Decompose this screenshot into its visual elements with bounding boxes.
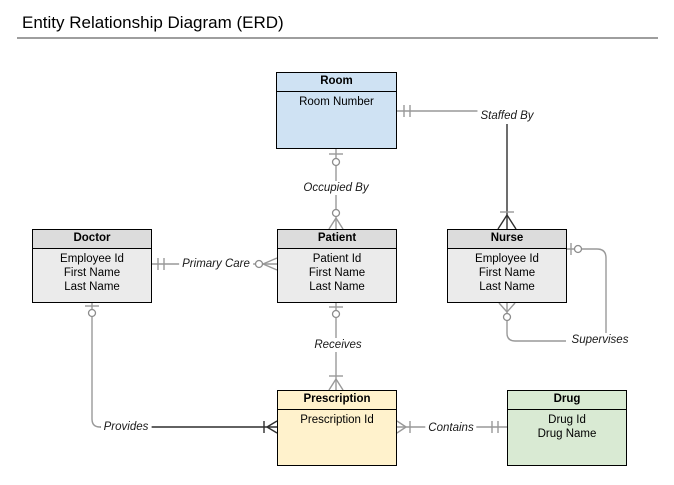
- entity-attribute: Drug Name: [537, 428, 597, 440]
- relationship-label-primary-care[interactable]: Primary Care: [179, 257, 253, 271]
- cardinality-one-and-only-one-marker: [157, 258, 165, 270]
- entity-drug[interactable]: Drug Drug Id Drug Name: [507, 390, 627, 466]
- entity-attribute: Employee Id: [60, 253, 124, 265]
- entity-nurse-title: Nurse: [448, 230, 566, 249]
- entity-attribute: Room Number: [299, 96, 374, 108]
- entity-prescription-attributes: Prescription Id: [278, 410, 396, 465]
- crowfoot-many-marker: [328, 378, 344, 391]
- cardinality-zero-marker: [254, 259, 264, 269]
- crowfoot-many-marker: [266, 420, 278, 434]
- entity-nurse-attributes: Employee Id First Name Last Name: [448, 249, 566, 302]
- cardinality-one-and-only-one-marker: [491, 421, 499, 433]
- page-title: Entity Relationship Diagram (ERD): [22, 13, 284, 32]
- entity-attribute: Patient Id: [312, 253, 362, 265]
- entity-doctor[interactable]: Doctor Employee Id First Name Last Name: [32, 229, 152, 303]
- entity-attribute: Drug Id: [548, 414, 586, 426]
- entity-patient[interactable]: Patient Patient Id First Name Last Name: [277, 229, 397, 303]
- relationship-label-supervises[interactable]: Supervises: [568, 333, 632, 347]
- entity-attribute: First Name: [63, 267, 121, 279]
- crowfoot-many-marker: [396, 420, 407, 434]
- cardinality-zero-marker: [502, 312, 512, 322]
- entity-attribute: Employee Id: [475, 253, 539, 265]
- entity-attribute: First Name: [308, 267, 366, 279]
- entity-room-attributes: Room Number: [277, 92, 396, 148]
- entity-patient-title: Patient: [278, 230, 396, 249]
- cardinality-zero-marker: [87, 308, 97, 318]
- entity-doctor-title: Doctor: [33, 230, 151, 249]
- crowfoot-many-marker: [328, 217, 344, 230]
- relationship-line-staffed-by[interactable]: [397, 105, 517, 230]
- entity-prescription-title: Prescription: [278, 391, 396, 410]
- relationship-label-provides[interactable]: Provides: [100, 420, 152, 434]
- entity-patient-attributes: Patient Id First Name Last Name: [278, 249, 396, 302]
- entity-drug-attributes: Drug Id Drug Name: [508, 410, 626, 465]
- cardinality-zero-marker: [331, 309, 341, 319]
- entity-room[interactable]: Room Room Number: [276, 72, 397, 149]
- entity-nurse[interactable]: Nurse Employee Id First Name Last Name: [447, 229, 567, 303]
- crowfoot-many-marker: [498, 302, 516, 313]
- entity-attribute: Last Name: [479, 281, 535, 293]
- entity-doctor-attributes: Employee Id First Name Last Name: [33, 249, 151, 302]
- entity-attribute: Prescription Id: [300, 414, 374, 426]
- relationship-label-receives[interactable]: Receives: [311, 338, 365, 352]
- cardinality-zero-marker: [331, 157, 341, 167]
- relationship-line-occupied-by[interactable]: [328, 149, 344, 230]
- relationship-label-contains[interactable]: Contains: [425, 421, 477, 435]
- entity-room-title: Room: [277, 73, 396, 92]
- title-underline: [17, 37, 658, 39]
- relationship-label-occupied-by[interactable]: Occupied By: [300, 181, 372, 195]
- entity-drug-title: Drug: [508, 391, 626, 410]
- cardinality-zero-marker: [331, 208, 341, 218]
- crowfoot-many-marker: [262, 257, 278, 271]
- cardinality-zero-marker: [573, 244, 583, 254]
- relationship-label-staffed-by[interactable]: Staffed By: [477, 109, 537, 123]
- relationship-line-provides[interactable]: [85, 303, 278, 434]
- cardinality-one-and-only-one-marker: [403, 105, 411, 117]
- entity-prescription[interactable]: Prescription Prescription Id: [277, 390, 397, 466]
- relationship-line-supervises[interactable]: [498, 243, 607, 342]
- entity-attribute: Last Name: [64, 281, 120, 293]
- crowfoot-many-marker: [497, 214, 517, 230]
- entity-attribute: First Name: [478, 267, 536, 279]
- entity-attribute: Last Name: [309, 281, 365, 293]
